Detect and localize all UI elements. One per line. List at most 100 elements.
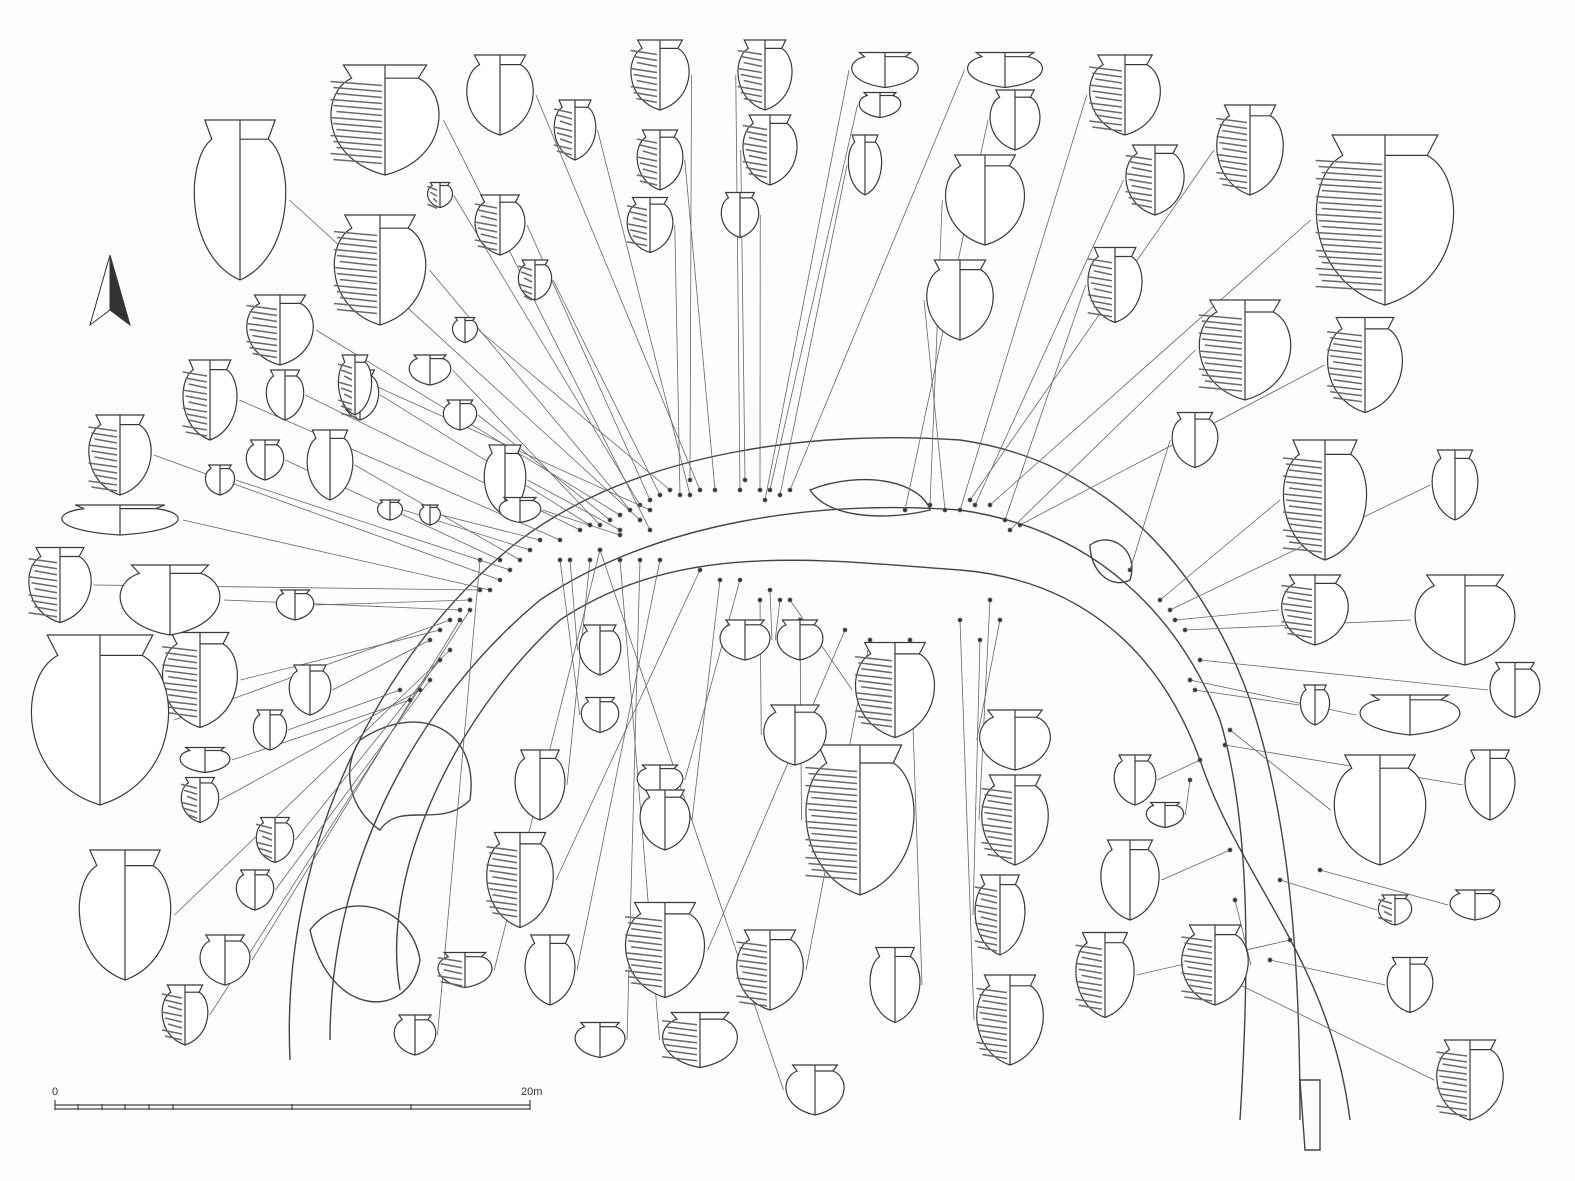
findspot-dot <box>767 587 773 593</box>
vessel-drawing <box>30 634 170 806</box>
findspot-dot <box>437 627 443 633</box>
findspot-dot <box>1187 677 1193 683</box>
findspot-dot <box>447 617 453 623</box>
scale-end-label: 20m <box>521 1086 543 1098</box>
findspot-dot <box>1197 757 1203 763</box>
leader-line <box>597 129 691 496</box>
findspot-dot <box>647 497 653 503</box>
leader-line <box>315 599 471 606</box>
leader-line <box>452 369 601 526</box>
leader-line <box>429 269 631 511</box>
findspot-dot <box>647 507 653 513</box>
findspot-dot <box>1017 522 1023 528</box>
leader-line <box>1184 779 1191 816</box>
vessel-drawing <box>1386 956 1434 1014</box>
vessel-drawing <box>265 369 305 421</box>
leader-line <box>1159 499 1281 601</box>
findspot-dot <box>842 627 848 633</box>
vessel-drawing <box>1100 839 1160 921</box>
vessel-drawing <box>1281 574 1349 646</box>
dwelling-arc-inner <box>329 506 1247 1121</box>
vessel-drawing <box>78 849 172 981</box>
findspot-dot <box>777 597 783 603</box>
vessel-drawing <box>524 934 576 1006</box>
findspot-dot <box>637 517 643 523</box>
leader-line <box>182 519 491 591</box>
findspot-dot <box>507 567 513 573</box>
vessel-drawing <box>858 91 902 119</box>
leader-line <box>1004 284 1087 521</box>
findspot-dot <box>567 557 573 563</box>
findspot-dot <box>587 557 593 563</box>
leader-line <box>209 609 471 1016</box>
leader-line <box>1157 759 1201 781</box>
vessel-drawing <box>1489 661 1541 719</box>
findspot-dot <box>957 507 963 513</box>
vessel-drawing <box>1436 1039 1504 1121</box>
findspot-dot <box>1182 627 1188 633</box>
leader-line <box>959 94 1088 511</box>
vessel-drawing <box>981 774 1049 866</box>
vessel-drawing <box>437 951 493 989</box>
leader-line <box>1199 659 1489 691</box>
findspot-dot <box>617 512 623 518</box>
vessel-drawing <box>1181 924 1249 1006</box>
vessel-drawing <box>245 439 285 481</box>
vessel-drawing <box>1327 316 1403 414</box>
vessel-drawing <box>514 749 566 821</box>
findspot-dot <box>787 597 793 603</box>
vessel-drawing <box>466 54 534 136</box>
leader-line <box>380 394 591 526</box>
vessel-drawing <box>851 51 919 89</box>
leader-line <box>735 74 741 491</box>
vessel-drawing <box>235 869 275 911</box>
vessel-drawing <box>1333 754 1427 866</box>
vessel-drawing <box>1089 54 1161 136</box>
findspot-dot <box>902 507 908 513</box>
findspot-dot <box>1157 597 1163 603</box>
leader-line <box>555 569 701 881</box>
leader-line <box>235 479 511 571</box>
vessel-drawing <box>736 929 804 1011</box>
findspot-dot <box>957 617 963 623</box>
leader-line <box>1229 729 1331 811</box>
vessel-drawing <box>636 129 684 191</box>
findspot-dot <box>1192 687 1198 693</box>
leader-line <box>274 679 431 891</box>
leader-line <box>542 509 621 536</box>
vessel-drawing <box>785 1064 845 1116</box>
findspot-dot <box>637 557 643 563</box>
leader-line <box>1161 849 1231 881</box>
leader-line <box>976 619 1001 741</box>
leader-line <box>251 619 461 961</box>
findspot-dot <box>1227 847 1233 853</box>
leader-line <box>929 199 943 506</box>
vessel-drawing <box>119 564 221 636</box>
findspot-dot <box>1172 617 1178 623</box>
vessel-drawing <box>408 354 452 386</box>
vessel-drawing <box>88 414 152 496</box>
vessel-drawing <box>1282 439 1368 561</box>
scale-start-label: 0 <box>52 1086 59 1098</box>
vessel-drawing <box>246 294 314 366</box>
vessel-drawing <box>578 624 622 676</box>
leader-line <box>566 559 591 786</box>
leader-line <box>1189 679 1357 716</box>
vessel-drawing <box>1464 749 1516 821</box>
leader-line <box>969 149 1215 501</box>
vessel-drawing <box>28 546 92 624</box>
vessel-drawing <box>337 354 373 416</box>
findspot-dot <box>737 577 743 583</box>
leader-line <box>552 279 661 496</box>
findspot-dot <box>427 677 433 683</box>
vessel-drawing <box>763 704 827 766</box>
leader-line <box>1019 364 1325 526</box>
leader-line <box>1009 349 1196 531</box>
vessel-drawing <box>624 901 706 999</box>
vessel-drawing <box>1377 894 1413 926</box>
findspot-dot <box>987 502 993 508</box>
vessel-drawing <box>179 746 231 774</box>
findspot-dot <box>627 507 633 513</box>
findspot-dot <box>527 547 533 553</box>
